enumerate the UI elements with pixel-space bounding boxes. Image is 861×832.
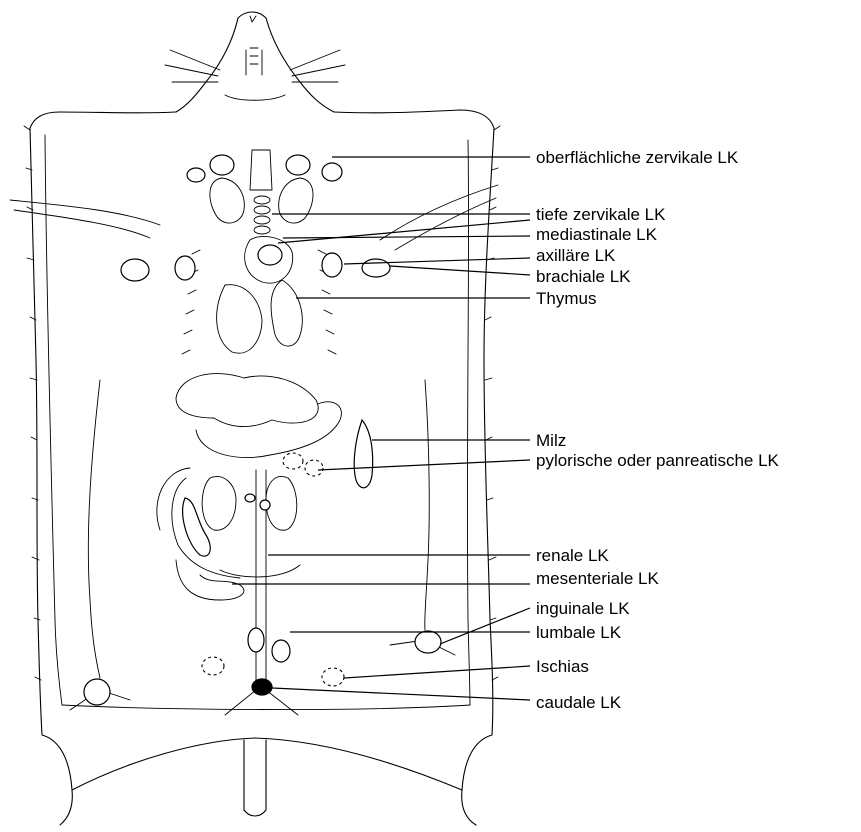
label-spleen: Milz xyxy=(536,431,566,450)
label-deep-cervical: tiefe zervikale LK xyxy=(536,205,666,224)
node-lumbar-right xyxy=(272,640,290,662)
node-inguinal-right xyxy=(415,631,441,653)
label-thymus: Thymus xyxy=(536,289,596,308)
labels: oberflächliche zervikale LK tiefe zervik… xyxy=(536,148,780,712)
node-caudal xyxy=(252,679,272,695)
node-brachial-left xyxy=(121,259,149,281)
label-brachial: brachiale LK xyxy=(536,267,631,286)
node-renal-2 xyxy=(260,500,270,510)
node-mediastinal xyxy=(258,245,282,265)
pelt-outline xyxy=(10,12,500,825)
node-mesenteric xyxy=(183,498,211,556)
label-superficial-cervical: oberflächliche zervikale LK xyxy=(536,148,739,167)
node-sciatic-right xyxy=(322,668,344,686)
node-pyloric-1 xyxy=(283,453,303,469)
organs xyxy=(70,150,455,715)
node-brachial-right xyxy=(362,259,390,277)
node-superficial-cervical-left-outer xyxy=(187,168,205,182)
node-superficial-cervical-left xyxy=(210,155,234,175)
node-sciatic-left xyxy=(202,657,224,675)
label-caudal: caudale LK xyxy=(536,693,622,712)
label-renal: renale LK xyxy=(536,546,609,565)
node-superficial-cervical-right xyxy=(286,155,310,175)
node-axillary-right xyxy=(322,253,342,277)
label-mesenteric: mesenteriale LK xyxy=(536,569,660,588)
label-pyloric: pylorische oder panreatische LK xyxy=(536,451,780,470)
label-lumbar: lumbale LK xyxy=(536,623,622,642)
node-renal-1 xyxy=(245,494,255,502)
node-axillary-left xyxy=(175,256,195,280)
label-axillary: axilläre LK xyxy=(536,246,616,265)
label-mediastinal: mediastinale LK xyxy=(536,225,658,244)
node-lumbar-left xyxy=(248,628,264,652)
node-superficial-cervical-right-outer xyxy=(322,163,342,181)
node-pyloric-2 xyxy=(305,460,323,476)
node-inguinal-left xyxy=(84,679,110,705)
label-sciatic: Ischias xyxy=(536,657,589,676)
label-inguinal: inguinale LK xyxy=(536,599,630,618)
